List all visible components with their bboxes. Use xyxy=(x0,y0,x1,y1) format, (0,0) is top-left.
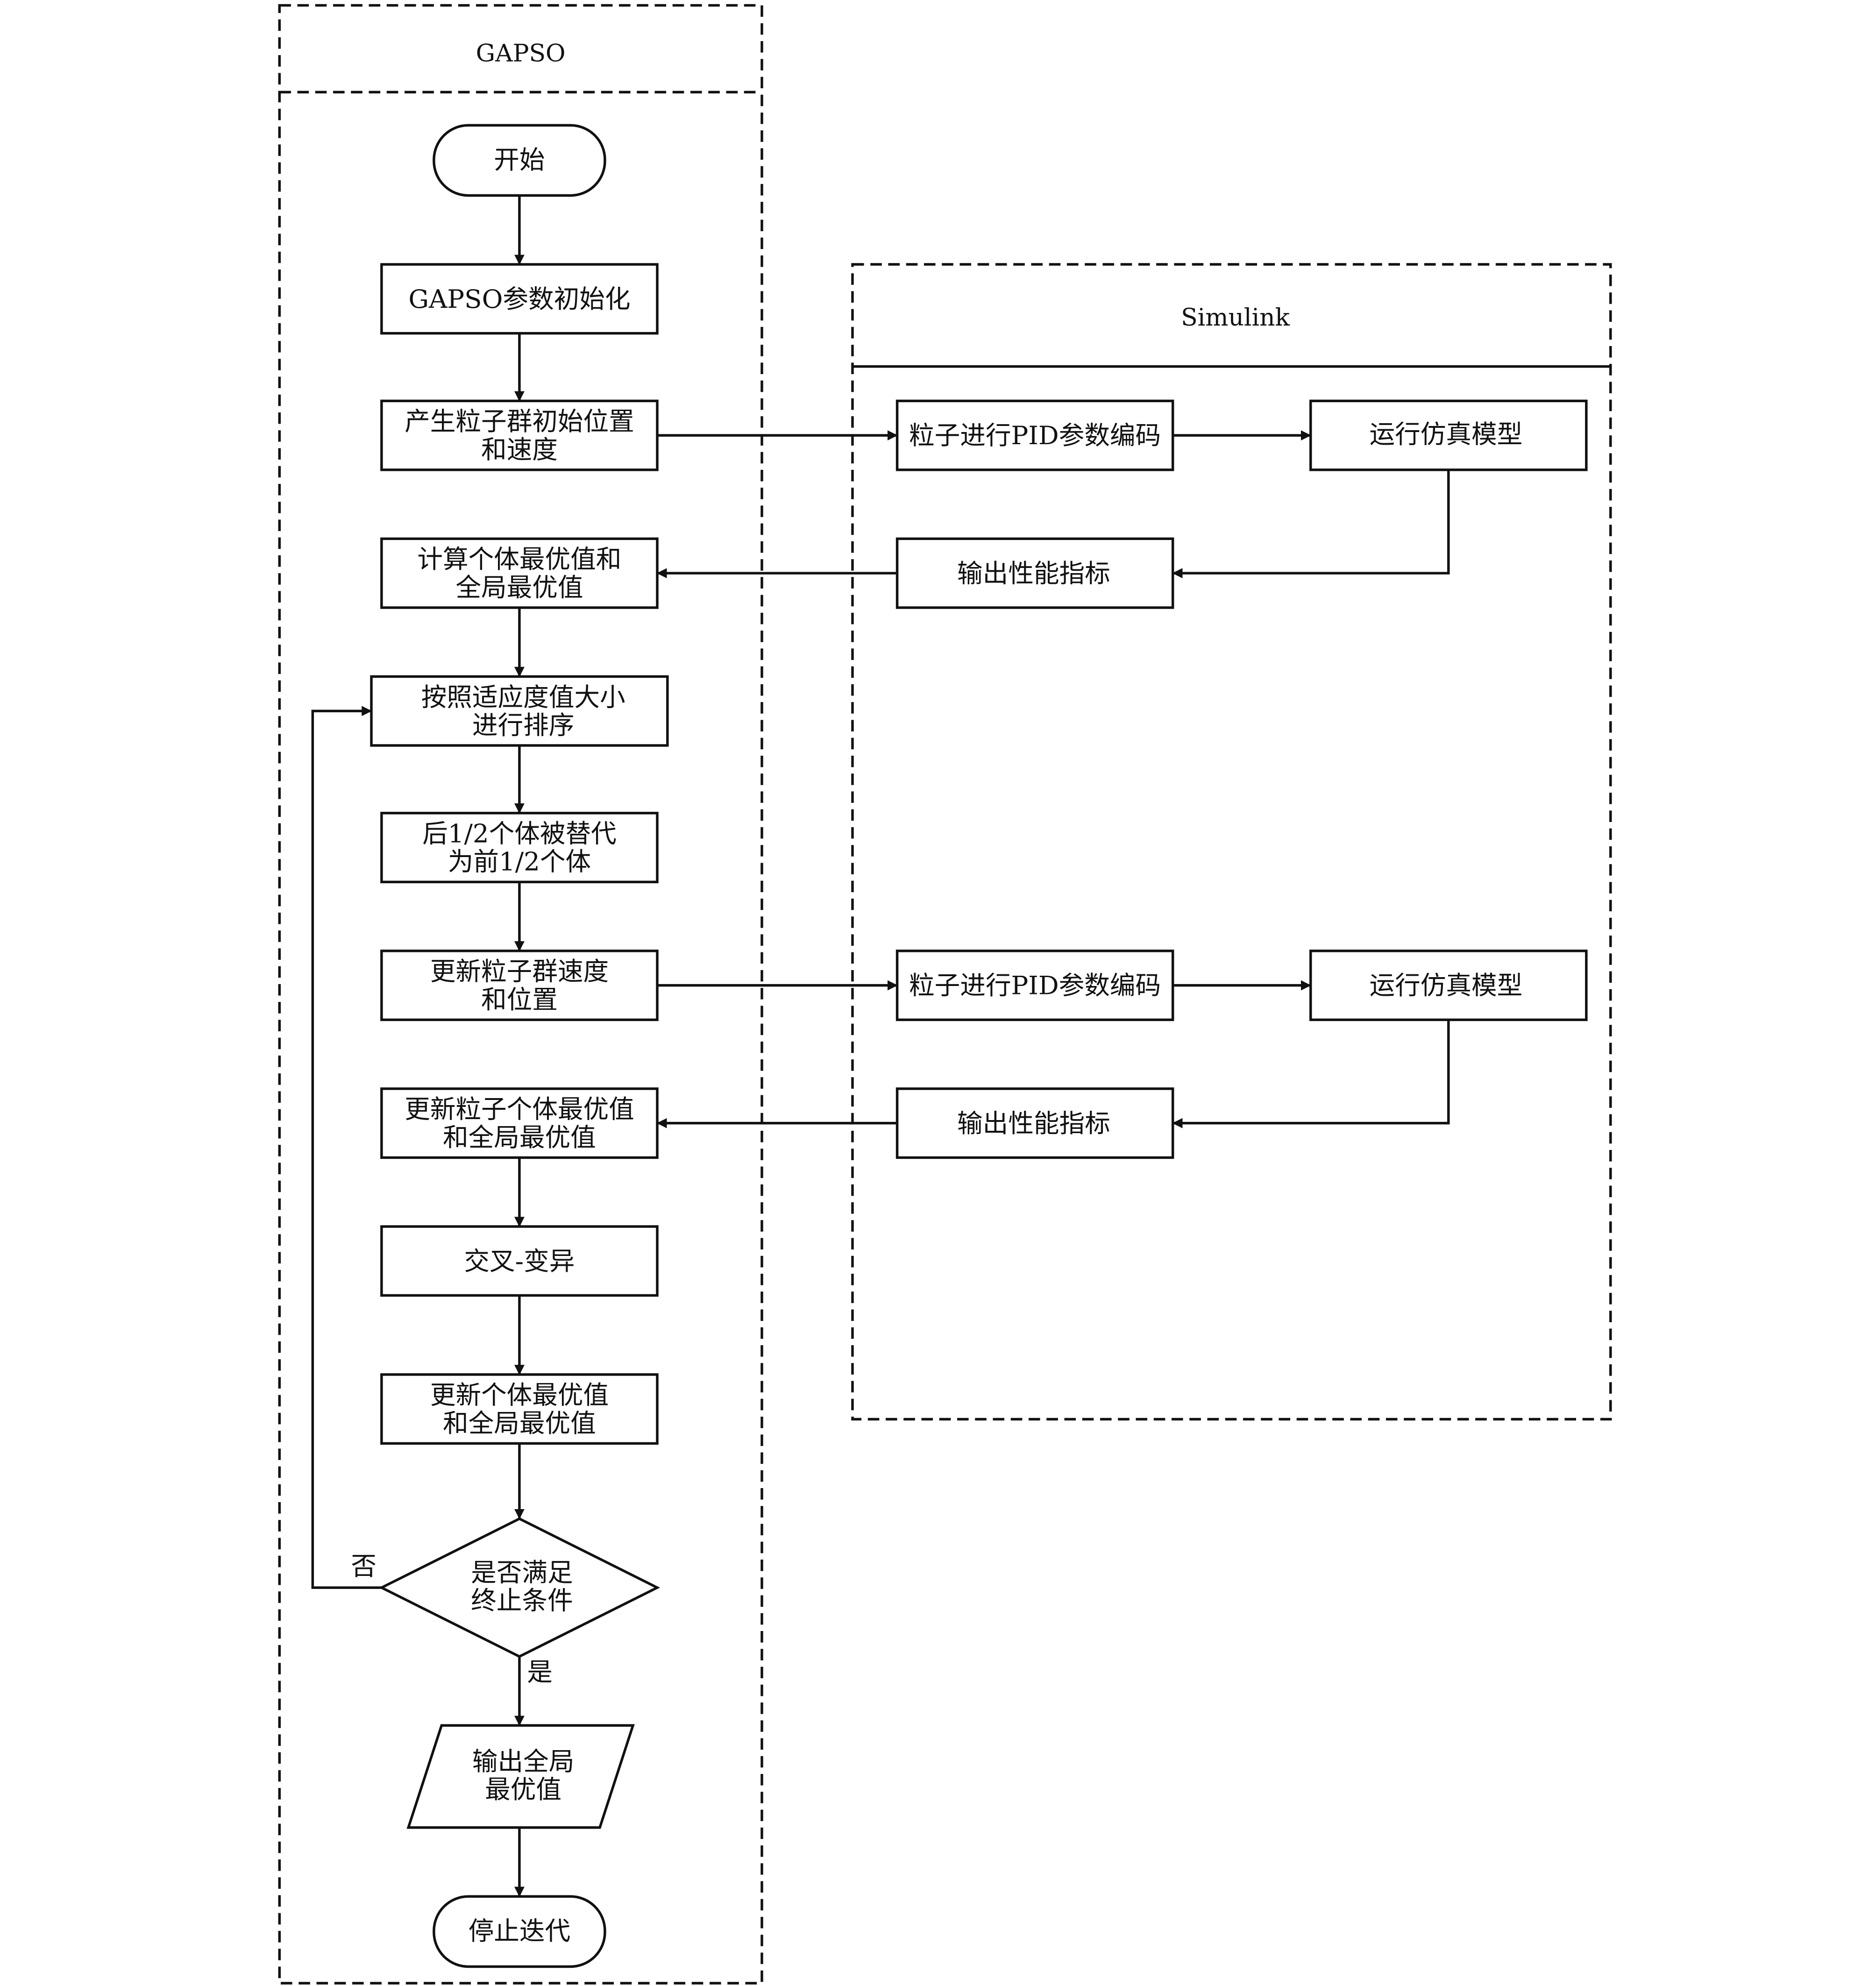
update-best2-label-1: 更新个体最优值 xyxy=(430,1380,609,1410)
update-best-node: 更新粒子个体最优值 和全局最优值 xyxy=(380,1087,659,1159)
encode1-label: 粒子进行PID参数编码 xyxy=(909,420,1161,450)
perf1-node: 输出性能指标 xyxy=(895,537,1174,609)
output-node: 输出全局 最优值 xyxy=(406,1724,635,1829)
perf1-label: 输出性能指标 xyxy=(957,558,1110,588)
gen-label-2: 和速度 xyxy=(481,434,558,464)
crossover-node: 交叉-变异 xyxy=(380,1225,659,1297)
replace-node: 后1/2个体被替代 为前1/2个体 xyxy=(380,812,659,884)
calc-node: 计算个体最优值和 全局最优值 xyxy=(380,537,659,609)
simulink-lane-title: Simulink xyxy=(1181,304,1290,332)
gen-label-1: 产生粒子群初始位置 xyxy=(405,406,634,436)
output-label-1: 输出全局 xyxy=(472,1746,575,1776)
run1-label: 运行仿真模型 xyxy=(1369,419,1522,449)
update-best2-node: 更新个体最优值 和全局最优值 xyxy=(380,1373,659,1445)
crossover-label: 交叉-变异 xyxy=(464,1246,575,1276)
edge-run1-perf1 xyxy=(1172,469,1450,579)
calc-label-2: 全局最优值 xyxy=(455,572,583,602)
init-node: GAPSO参数初始化 xyxy=(380,263,659,335)
gen-node: 产生粒子群初始位置 和速度 xyxy=(380,399,659,471)
stop-node: 停止迭代 xyxy=(433,1895,606,1968)
update-vp-label-2: 和位置 xyxy=(481,985,558,1014)
update-best-label-2: 和全局最优值 xyxy=(443,1122,596,1152)
calc-label-1: 计算个体最优值和 xyxy=(417,544,621,574)
sort-node: 按照适应度值大小 进行排序 xyxy=(370,675,669,747)
connectors xyxy=(311,195,1450,1897)
start-label: 开始 xyxy=(494,145,545,175)
decision-label-1: 是否满足 xyxy=(471,1557,573,1587)
edge-run2-perf2 xyxy=(1172,1020,1450,1128)
gapso-lane xyxy=(278,4,763,1985)
edge-label-no: 否 xyxy=(351,1551,377,1581)
start-node: 开始 xyxy=(433,124,606,197)
encode1-node: 粒子进行PID参数编码 xyxy=(895,399,1174,471)
update-vp-label-1: 更新粒子群速度 xyxy=(430,957,609,986)
simulink-lane xyxy=(851,263,1612,1421)
sort-label-2: 进行排序 xyxy=(472,710,575,740)
run2-node: 运行仿真模型 xyxy=(1309,950,1588,1021)
init-label: GAPSO参数初始化 xyxy=(408,284,630,314)
replace-label-2: 为前1/2个体 xyxy=(448,847,591,877)
output-label-2: 最优值 xyxy=(485,1774,561,1804)
stop-label: 停止迭代 xyxy=(469,1916,571,1946)
replace-label-1: 后1/2个体被替代 xyxy=(422,819,617,849)
run2-label: 运行仿真模型 xyxy=(1369,971,1522,1000)
decision-node: 是否满足 终止条件 xyxy=(378,1517,661,1658)
gapso-lane-title: GAPSO xyxy=(476,40,566,68)
encode2-label: 粒子进行PID参数编码 xyxy=(909,971,1161,1000)
sort-label-1: 按照适应度值大小 xyxy=(421,682,625,712)
edge-label-yes: 是 xyxy=(527,1657,553,1687)
perf2-node: 输出性能指标 xyxy=(895,1087,1174,1159)
run1-node: 运行仿真模型 xyxy=(1309,399,1588,471)
update-best-label-1: 更新粒子个体最优值 xyxy=(405,1094,634,1124)
perf2-label: 输出性能指标 xyxy=(957,1108,1110,1138)
edge-decision-no-loop xyxy=(311,706,382,1589)
decision-label-2: 终止条件 xyxy=(471,1586,573,1616)
encode2-node: 粒子进行PID参数编码 xyxy=(895,950,1174,1021)
update-best2-label-2: 和全局最优值 xyxy=(443,1408,596,1438)
update-vp-node: 更新粒子群速度 和位置 xyxy=(380,950,659,1021)
